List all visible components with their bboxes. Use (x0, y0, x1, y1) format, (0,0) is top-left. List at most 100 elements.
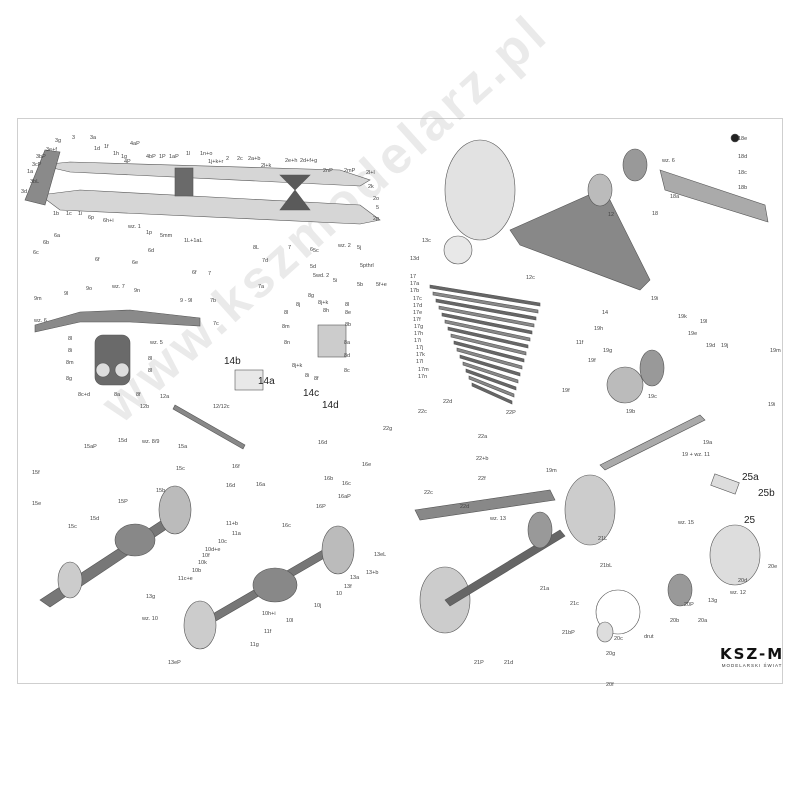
part-label: 10 (336, 591, 342, 597)
part-label: 1L+1aL (184, 238, 203, 244)
part-label: 6c (33, 250, 39, 256)
part-label: 5mm (160, 233, 173, 239)
spring-leaf (453, 340, 525, 363)
part-label: 1n+o (200, 151, 212, 157)
part-label: wz. 12 (729, 590, 746, 596)
part-label: 21P (474, 660, 484, 666)
part-label: 19m (546, 468, 557, 474)
part-label: 1j+k+r (208, 159, 223, 165)
drum-18a (622, 148, 648, 182)
part-label: 1l (186, 151, 190, 157)
part-label: 10d+e (205, 547, 220, 553)
part-label: 19k (678, 314, 687, 320)
part-label: 10j (314, 603, 321, 609)
part-label: 5 (376, 205, 379, 211)
part-label: 3g (55, 138, 61, 144)
part-label: 3e+f (46, 147, 57, 153)
part-label: 5i (333, 278, 337, 284)
part-label: 13+b (366, 570, 378, 576)
part-label: 6a (54, 233, 61, 239)
part-label: 16aP (338, 494, 351, 500)
part-label: 8l (284, 310, 288, 316)
part-label: 21L (598, 536, 607, 542)
part-label: 6d (148, 248, 154, 254)
part-label: 13eL (374, 552, 386, 558)
part-label: 12 (608, 212, 614, 218)
part-label: 22c (424, 490, 433, 496)
part-label: 4bP (146, 154, 156, 160)
cap-18e (730, 133, 740, 143)
part-label: wz. 2 (337, 243, 351, 249)
part-label: 9n (134, 288, 140, 294)
part-label: 17h (414, 331, 423, 337)
part-label: 13f (344, 584, 352, 590)
part-label: 19i (768, 402, 775, 408)
front-spring (414, 489, 556, 521)
part-label: 8l (148, 356, 152, 362)
part-label: 13g (708, 598, 717, 604)
part-label: 1P (159, 154, 166, 160)
part-label: 2p (373, 216, 379, 222)
wheel-drum (587, 173, 613, 207)
part-label: 3a (90, 135, 97, 141)
part-label: 8a (114, 392, 121, 398)
part-label: 2mP (344, 168, 356, 174)
part-label: 14d (322, 400, 339, 411)
part-label: 8f (136, 392, 141, 398)
part-label: 19f (588, 358, 596, 364)
part-label: 8j+k (292, 363, 302, 369)
part-label: 6e (132, 260, 138, 266)
part-label: 17 (410, 274, 416, 280)
part-label: 14b (224, 356, 241, 367)
part-label: 16d (318, 440, 327, 446)
part-label: 5b (357, 282, 363, 288)
part-label: 2l+l (366, 170, 375, 176)
spring-leaf (438, 305, 535, 328)
part-label: 16e (362, 462, 371, 468)
part-label: 1aP (169, 154, 179, 160)
part-label: 4P (124, 159, 131, 165)
part-label: 9m (34, 296, 42, 302)
part-label: 15b (156, 488, 165, 494)
part-label: 6f (95, 257, 100, 263)
part-label: 17d (413, 303, 422, 309)
part-label: 18a (670, 194, 680, 200)
part-label: 3 (72, 135, 75, 141)
part-label: 10h+i (262, 611, 276, 617)
part-label: 17e (413, 310, 422, 316)
frame-rear-crossmember (24, 149, 61, 206)
part-label: 14c (303, 388, 319, 399)
brake-drum (639, 349, 665, 387)
spring-leaf (447, 326, 529, 349)
part-label: 2o (373, 196, 379, 202)
part-label: 18b (738, 185, 747, 191)
frame-x-brace (279, 174, 311, 211)
part-label: 8g (66, 376, 72, 382)
part-label: 2k (368, 184, 374, 190)
part-label: 16c (282, 523, 291, 529)
part-label: 2a+b (248, 156, 260, 162)
part-label: 20g (606, 651, 615, 657)
wheel-20b (667, 573, 693, 607)
part-label: 5f+e (376, 282, 387, 288)
part-label: 19c (648, 394, 657, 400)
part-label: 17n (418, 374, 427, 380)
part-label: 17l (416, 359, 423, 365)
part-label: 11f (264, 629, 272, 635)
part-label: 8l (68, 336, 72, 342)
part-label: 2e+h (285, 158, 297, 164)
part-label: drut (644, 634, 654, 640)
front-axle-beam (444, 529, 566, 607)
spring-bushing (114, 362, 130, 378)
part-label: 15P (118, 499, 128, 505)
part-label: 6h+i (103, 218, 114, 224)
part-label: 22g (383, 426, 392, 432)
part-label: 19l (700, 319, 707, 325)
logo-text: KSZ-M (720, 645, 785, 663)
wheel-hub (321, 525, 355, 575)
part-label: 2d+f+g (300, 158, 317, 164)
sheet-border (17, 118, 783, 684)
part-label: 1f (104, 144, 109, 150)
part-label: 20e (768, 564, 777, 570)
